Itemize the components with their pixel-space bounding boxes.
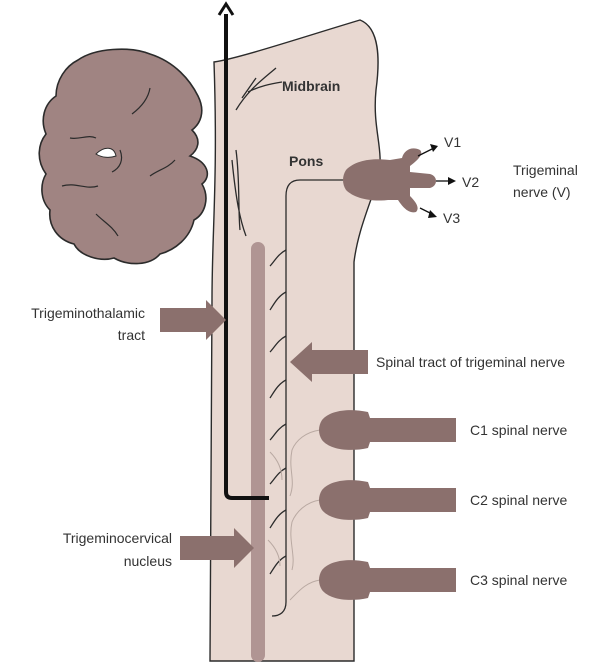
cerebellum [39, 49, 207, 263]
pons-label: Pons [289, 153, 323, 169]
v2-label: V2 [462, 174, 479, 190]
trigeminothalamic-label-line1: Trigeminothalamic [31, 305, 145, 321]
c3-label: C3 spinal nerve [470, 572, 567, 588]
v2-arrowhead [448, 177, 456, 185]
tract-arrowhead [219, 4, 233, 15]
trigeminocervical-nucleus-column [251, 242, 265, 662]
c3-spinal-nerve [319, 560, 456, 600]
c2-label: C2 spinal nerve [470, 492, 567, 508]
trigeminal-nerve-label-line2: nerve (V) [513, 184, 571, 200]
c2-spinal-nerve [319, 480, 456, 520]
spinal-tract-label: Spinal tract of trigeminal nerve [376, 354, 565, 370]
c1-label: C1 spinal nerve [470, 422, 567, 438]
trigeminocervical-label-line1: Trigeminocervical [63, 530, 172, 546]
trigeminothalamic-label-line2: tract [118, 327, 145, 343]
c1-spinal-nerve [319, 410, 456, 450]
v3-arrowhead [428, 210, 437, 218]
trigeminocervical-label-line2: nucleus [124, 553, 172, 569]
v3-label: V3 [443, 210, 460, 226]
midbrain-label: Midbrain [282, 78, 340, 94]
trigeminal-nerve-label-line1: Trigeminal [513, 162, 578, 178]
v1-arrowhead [430, 144, 438, 152]
v1-label: V1 [444, 134, 461, 150]
